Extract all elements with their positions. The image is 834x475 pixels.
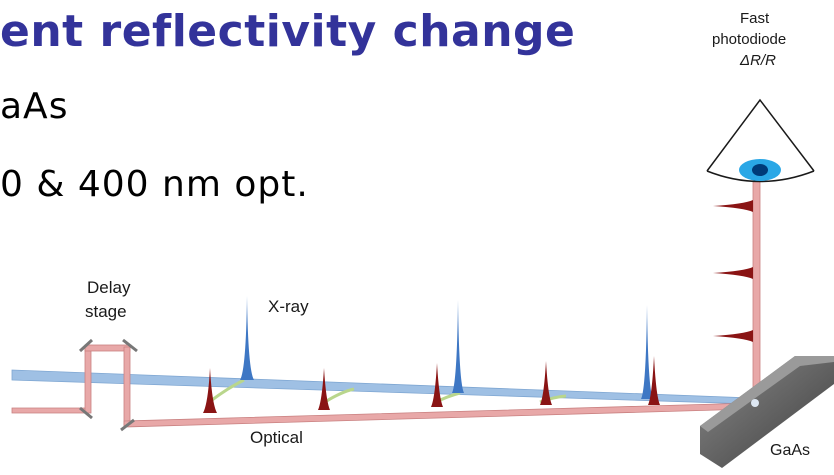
xray-beam xyxy=(11,369,753,405)
delay-stage-left-leg xyxy=(84,346,92,414)
optical-pulse xyxy=(540,361,552,405)
bullet-material: aAs xyxy=(0,86,69,127)
photodiode-eye-icon xyxy=(706,98,815,183)
delay-stage-label-line1: Delay xyxy=(87,278,131,297)
optical-pulse xyxy=(203,368,217,413)
optical-label: Optical xyxy=(250,428,303,447)
reflected-pulse xyxy=(713,330,753,342)
detector-label-line2: photodiode xyxy=(712,31,787,48)
delay-mirror-top-right xyxy=(122,338,138,353)
detector-label-line1: Fast xyxy=(740,10,770,27)
optical-beam-input xyxy=(11,407,88,414)
delay-mirror-bottom-left xyxy=(79,406,93,420)
xray-pulse xyxy=(641,305,653,399)
xray-pulse xyxy=(240,296,254,380)
gaas-sample xyxy=(700,356,834,468)
timing-arc xyxy=(324,387,355,404)
reflected-pulse xyxy=(713,200,753,212)
delay-stage-label-line2: stage xyxy=(85,302,127,321)
delay-mirror-bottom-right xyxy=(120,418,135,432)
xray-label: X-ray xyxy=(268,297,309,316)
optical-pulse xyxy=(431,363,443,407)
gaas-sample-top xyxy=(700,356,834,432)
timing-arc xyxy=(211,378,245,402)
slide-title: ent reflectivity change xyxy=(0,6,576,57)
beam-focus-spot xyxy=(751,399,759,407)
reflected-beam xyxy=(752,177,761,407)
optical-pulse xyxy=(318,368,330,410)
optical-pulse xyxy=(648,356,660,405)
delay-mirror-top-left xyxy=(78,338,94,353)
bullet-wavelengths: 0 & 400 nm opt. xyxy=(0,164,309,205)
delay-stage-top xyxy=(84,344,131,352)
gaas-label: GaAs xyxy=(770,442,811,459)
detector-label-line3: ΔR/R xyxy=(740,52,776,69)
xray-pulse xyxy=(452,300,464,393)
reflected-pulse xyxy=(713,267,753,279)
delay-stage-right-leg xyxy=(123,346,131,426)
